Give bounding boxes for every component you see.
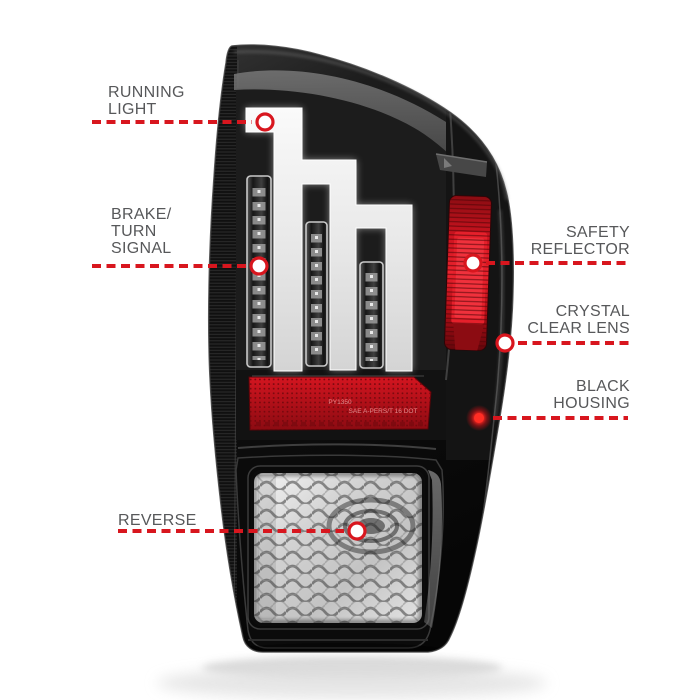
label-brake-turn-signal: BRAKE/ TURN SIGNAL: [111, 206, 172, 257]
crystal-lens-marker: [495, 333, 515, 353]
floor-reflection: [157, 656, 547, 699]
black-housing-marker: [466, 405, 492, 431]
reflector-marking-text: SAE A-PERS/T 16 DOT: [349, 408, 418, 415]
reverse-lens: [250, 469, 426, 627]
running-light-marker: [255, 112, 275, 132]
mounting-tab: [435, 153, 488, 177]
callout-lines: [92, 120, 631, 533]
top-edge-highlight: [233, 50, 508, 201]
label-safety-reflector: SAFETY REFLECTOR: [530, 224, 630, 258]
label-reverse: REVERSE: [118, 512, 197, 529]
led-tube-3: [359, 261, 384, 369]
label-black-housing: BLACK HOUSING: [553, 378, 630, 412]
reverse-marker: [347, 521, 367, 541]
housing-outline: [208, 44, 514, 653]
brake-turn-marker: [249, 256, 269, 276]
tail-light: PY1350 SAE A-PERS/T 16 DOT: [208, 44, 514, 653]
label-crystal-clear-lens: CRYSTAL CLEAR LENS: [527, 303, 630, 337]
rear-reflector-strip: PY1350 SAE A-PERS/T 16 DOT: [248, 375, 432, 431]
bulb-swirl: [326, 497, 416, 555]
left-ribbed-edge: [208, 45, 239, 652]
reflector-marking-code: PY1350: [328, 399, 352, 406]
safety-reflector-marker: [463, 253, 483, 273]
side-reflector: [444, 195, 492, 351]
led-tube-2: [305, 221, 328, 367]
label-running-light: RUNNING LIGHT: [108, 84, 185, 118]
light-guide: [245, 107, 413, 372]
callout-markers: [249, 112, 515, 541]
